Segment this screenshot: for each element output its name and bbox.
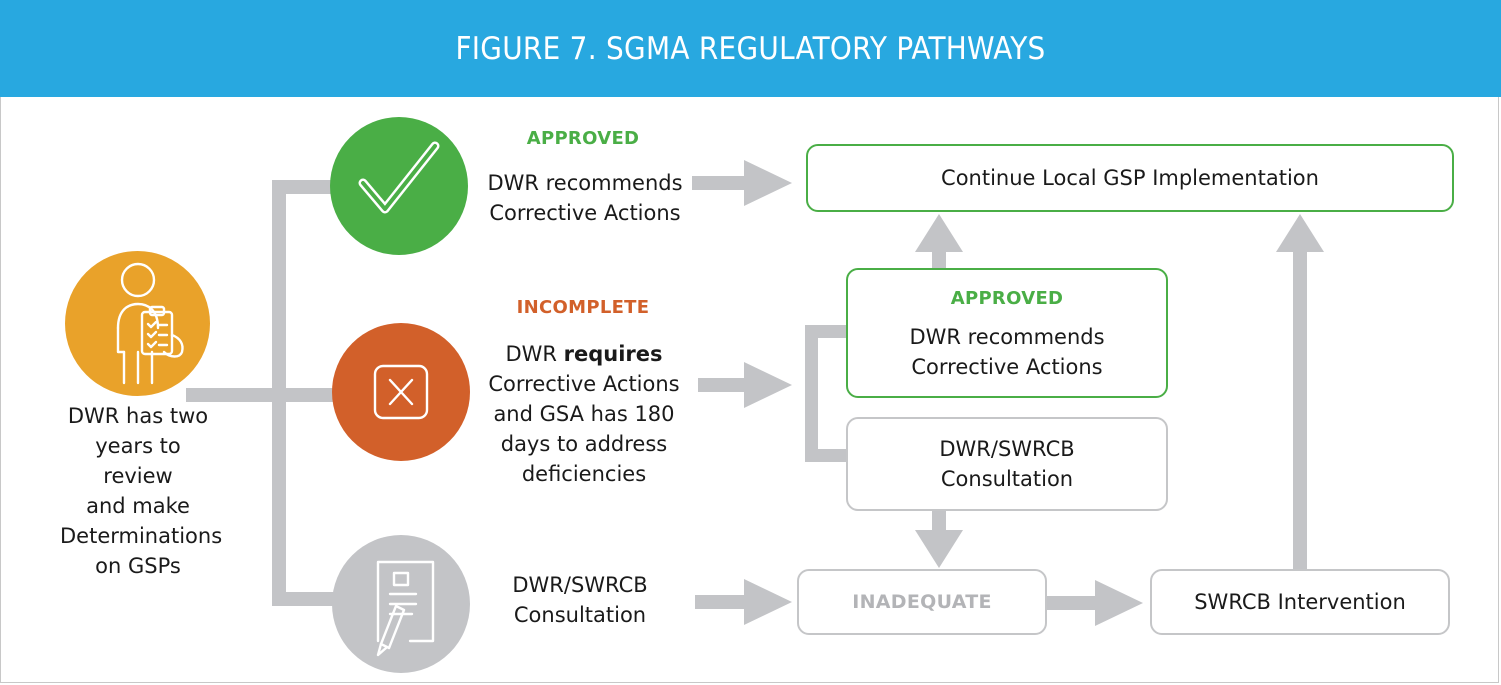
incomplete-text-line-1: DWR requires [475,339,693,369]
figure-title: FIGURE 7. SGMA REGULATORY PATHWAYS [455,30,1046,67]
figure-header: FIGURE 7. SGMA REGULATORY PATHWAYS [0,0,1501,97]
approved-text-line: DWR recommends [487,171,683,195]
arrow-approved-shaft [692,176,744,190]
start-text-line: years to review [95,434,181,488]
consult-text-line: DWR/SWRCB [512,573,648,597]
incomplete-bold-word: requires [563,342,663,366]
arrow-consult-head [744,579,792,625]
bracket-bottom [272,592,338,606]
arrow-up-approved-shaft [932,250,946,270]
approved-text-line: Corrective Actions [489,201,681,225]
arrow-up-intervention-shaft [1293,250,1307,570]
incomplete-status: INCOMPLETE [516,297,650,318]
arrow-consult-shaft [695,595,744,609]
arrow-up-intervention-head [1276,214,1324,252]
arrow-up-approved-head [915,214,963,252]
start-text-line: on GSPs [95,554,181,578]
consultation-box: DWR/SWRCB Consultation [846,417,1168,511]
bracket-top [272,180,338,194]
start-text-line: Determinations [60,524,223,548]
incomplete-text-line: Corrective Actions [488,372,680,396]
mid-bracket-bottom [805,449,850,462]
approved-text: DWR recommends Corrective Actions [465,168,705,228]
arrow-inadequate-shaft [1047,596,1097,610]
consultation-box-line: Consultation [940,467,1074,491]
mid-bracket-top [805,325,850,338]
arrow-down-consult-shaft [932,510,946,532]
arrow-approved-head [744,160,792,206]
approved-box-line: Corrective Actions [911,355,1103,379]
arrow-incomplete-shaft [698,378,744,392]
start-text-line: DWR has two [67,404,209,428]
consult-text: DWR/SWRCB Consultation [480,570,680,630]
start-text: DWR has two years to review and make Det… [60,401,223,581]
inadequate-box: INADEQUATE [797,569,1047,635]
inadequate-label: INADEQUATE [852,591,992,613]
incomplete-prefix: DWR [505,342,564,366]
approved-box: APPROVED DWR recommends Corrective Actio… [846,268,1168,398]
consult-text-line: Consultation [513,603,647,627]
approved-box-status: APPROVED [950,288,1064,309]
arrow-incomplete-head [744,362,792,408]
approved-box-line: DWR recommends [909,325,1105,349]
intervention-label: SWRCB Intervention [1194,590,1406,614]
continue-label: Continue Local GSP Implementation [941,166,1319,190]
incomplete-text-line: deficiencies [521,462,647,486]
continue-box: Continue Local GSP Implementation [806,144,1454,212]
intervention-box: SWRCB Intervention [1150,569,1450,635]
consultation-box-line: DWR/SWRCB [939,437,1075,461]
incomplete-text-line: and GSA has 180 [493,402,675,426]
approved-status: APPROVED [526,128,640,149]
incomplete-text: DWR requires Corrective Actions and GSA … [475,339,693,489]
mid-bracket-vertical [805,325,818,462]
bracket-middle [186,388,338,402]
arrow-down-consult-head [915,530,963,568]
incomplete-text-line: days to address [500,432,668,456]
arrow-inadequate-head [1095,580,1143,626]
start-text-line: and make [86,494,190,518]
